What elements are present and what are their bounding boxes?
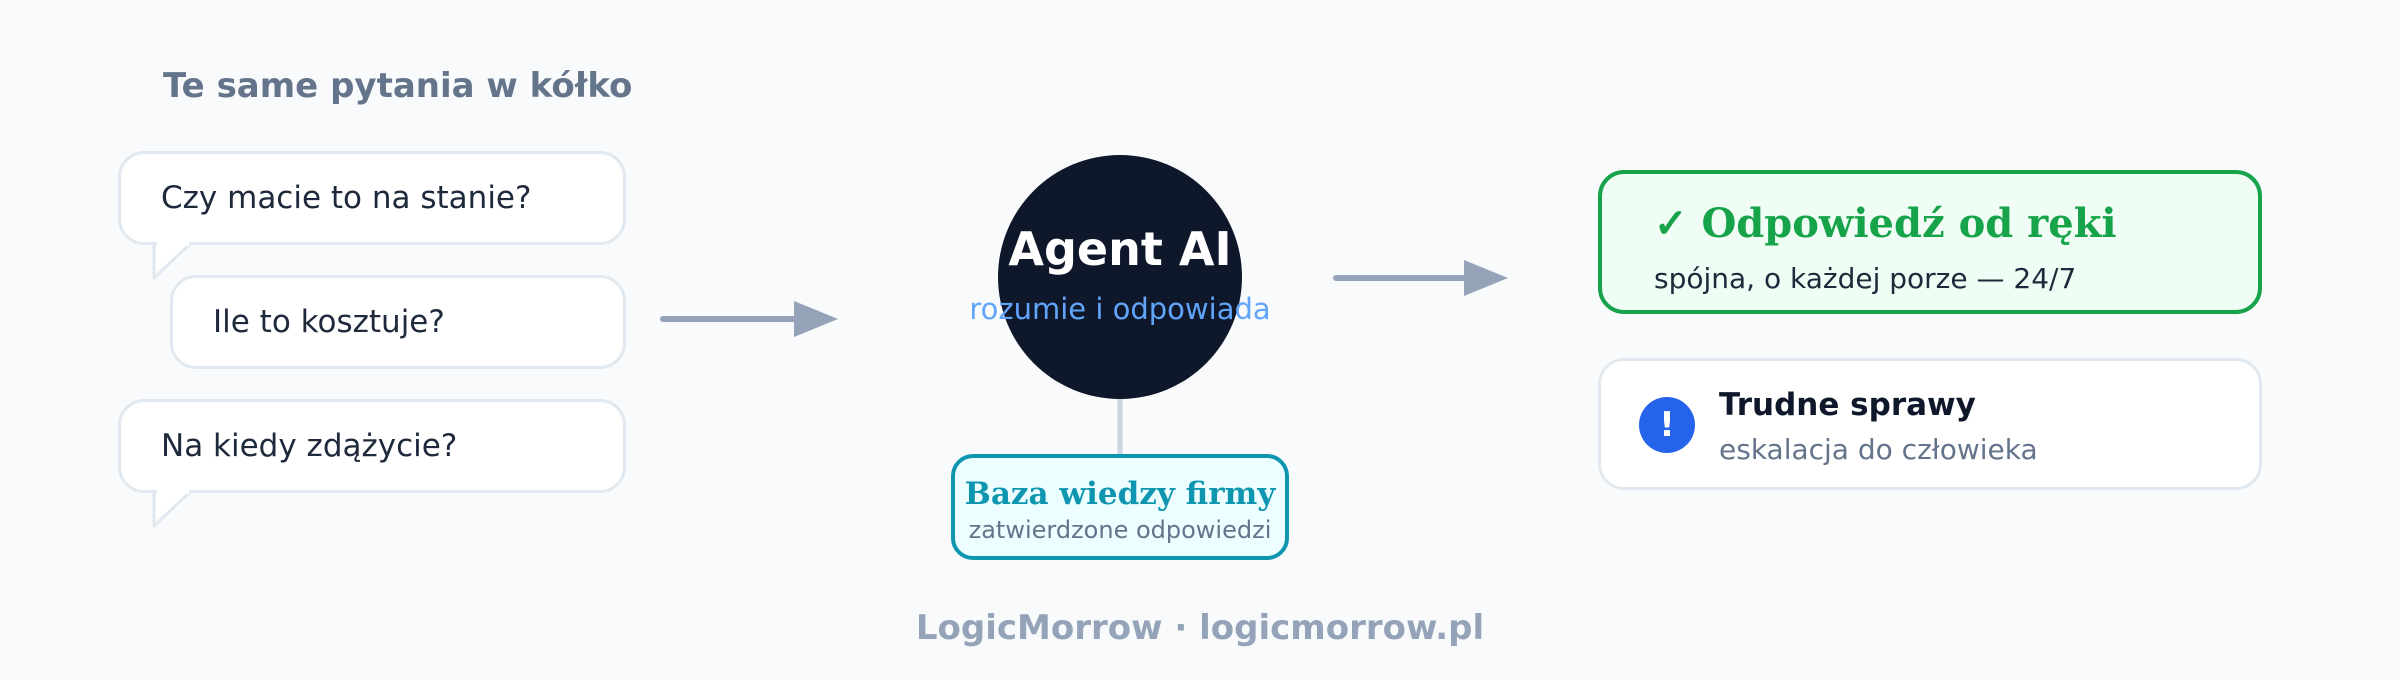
- question-text: Czy macie to na stanie?: [161, 180, 532, 216]
- knowledge-base-box: Baza wiedzy firmy zatwierdzone odpowiedz…: [951, 454, 1289, 560]
- alert-icon: !: [1639, 397, 1695, 453]
- hard-cases-title: Trudne sprawy: [1719, 387, 1976, 423]
- bubble-tail-seam: [157, 486, 189, 494]
- question-text: Ile to kosztuje?: [213, 304, 445, 340]
- hard-cases-subtitle: eskalacja do człowieka: [1719, 433, 2038, 466]
- agent-title: Agent AI: [1008, 222, 1232, 276]
- knowledge-base-title: Baza wiedzy firmy: [964, 476, 1276, 512]
- question-text: Na kiedy zdążycie?: [161, 428, 458, 464]
- agent-subtitle: rozumie i odpowiada: [969, 292, 1271, 326]
- question-bubble-stock: Czy macie to na stanie?: [118, 151, 626, 245]
- bubble-tail-3: [152, 488, 194, 528]
- instant-answer-title: ✓ Odpowiedź od ręki: [1654, 200, 2117, 247]
- bubble-tail-seam: [157, 238, 189, 246]
- knowledge-base-subtitle: zatwierdzone odpowiedzi: [968, 516, 1272, 544]
- footer-brand: LogicMorrow · logicmorrow.pl: [915, 608, 1485, 648]
- bubble-tail-1: [152, 240, 194, 280]
- hard-cases-box: ! Trudne sprawy eskalacja do człowieka: [1598, 358, 2262, 490]
- question-bubble-deadline: Na kiedy zdążycie?: [118, 399, 626, 493]
- arrow-agent-to-answers: [1333, 260, 1508, 296]
- arrow-questions-to-agent: [660, 301, 838, 337]
- instant-answer-box: ✓ Odpowiedź od ręki spójna, o każdej por…: [1598, 170, 2262, 314]
- section-title: Te same pytania w kółko: [163, 66, 633, 106]
- question-bubble-price: Ile to kosztuje?: [170, 275, 626, 369]
- instant-answer-subtitle: spójna, o każdej porze — 24/7: [1654, 262, 2077, 295]
- agent-node: [998, 155, 1242, 399]
